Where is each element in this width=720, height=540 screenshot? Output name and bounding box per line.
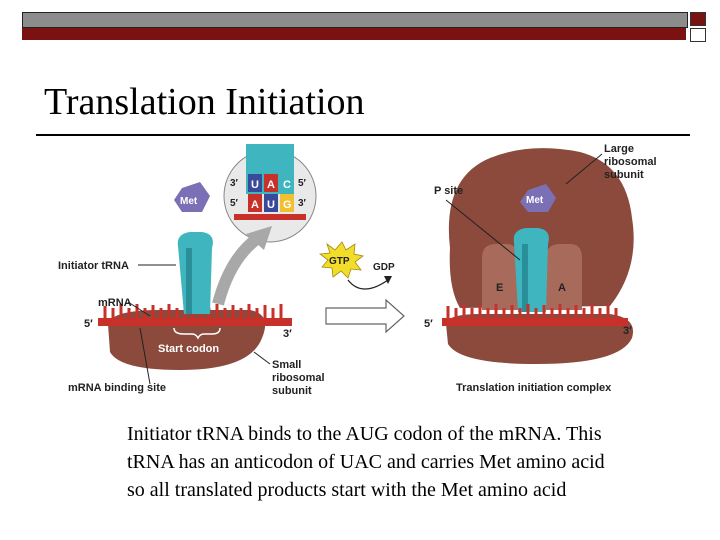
codon-g-box: [280, 194, 294, 212]
anticodon-u: U: [251, 179, 259, 191]
large-subunit-label-1: Large: [604, 143, 634, 155]
corner-box-bottom: [690, 28, 706, 42]
inset-mrna: [234, 214, 306, 220]
initiator-trna-left: [177, 232, 213, 314]
met-right-label: Met: [526, 195, 544, 206]
start-codon-brace: [173, 327, 221, 340]
step-arrow: [325, 298, 405, 334]
translation-diagram: Met Start codon Initiator tRNA mRNA 5′ 3…: [58, 143, 657, 397]
anticodon-a: A: [267, 179, 275, 191]
start-codon-label: Start codon: [158, 343, 219, 355]
small-subunit-right: [446, 314, 634, 364]
gdp-label: GDP: [373, 262, 395, 273]
five-prime-left: 5′: [84, 318, 93, 330]
small-subunit-label-1: Small: [272, 359, 301, 371]
inset-3-prime-bottom: 3′: [298, 198, 307, 209]
gtp-starburst: [318, 241, 364, 279]
small-subunit-label-3: subunit: [272, 385, 312, 397]
top-bar: [22, 12, 688, 28]
inset-5-prime-top: 5′: [298, 178, 307, 189]
mrna-ticks-right: [446, 304, 618, 318]
mrna-binding-pointer: [139, 327, 151, 385]
a-site-slot: [546, 244, 582, 310]
title-rule: [36, 134, 690, 136]
three-prime-left: 3′: [283, 328, 292, 340]
anticodon-a-box: [264, 174, 278, 192]
gtp-curve-arrowhead: [384, 276, 392, 284]
anticodon-c: C: [283, 179, 291, 191]
five-prime-right: 5′: [424, 318, 433, 330]
slide-title: Translation Initiation: [44, 81, 365, 123]
three-prime-right: 3′: [623, 325, 632, 337]
inset-5-prime-bottom: 5′: [230, 198, 239, 209]
p-site-pointer: [445, 199, 521, 261]
zoom-arrow: [212, 233, 262, 306]
met-right-shape: [520, 184, 556, 212]
codon-a: A: [251, 199, 259, 211]
gtp-label: GTP: [329, 256, 350, 267]
a-site-label: A: [558, 282, 566, 294]
trna-stripe-right: [522, 244, 528, 312]
top-bar-stripe: [22, 28, 686, 40]
codon-u-box: [264, 194, 278, 212]
e-site-label: E: [496, 282, 503, 294]
trna-stripe-left: [186, 248, 192, 314]
large-subunit-label-2: ribosomal: [604, 156, 657, 168]
met-left-shape: [174, 182, 210, 212]
codon-a-box: [248, 194, 262, 212]
small-subunit-label-2: ribosomal: [272, 372, 325, 384]
large-subunit-pointer: [565, 153, 603, 185]
mrna-strand-left: [98, 318, 292, 326]
mrna-strand-right: [442, 318, 628, 326]
initiator-trna-right: [513, 228, 549, 312]
corner-box-top: [690, 12, 706, 26]
large-subunit-label-3: subunit: [604, 169, 644, 181]
zoom-arrowhead: [246, 226, 272, 250]
p-site-label: P site: [434, 185, 463, 197]
gtp-curve-arrow: [347, 279, 389, 290]
initiator-trna-label: Initiator tRNA: [58, 260, 129, 272]
codon-g: G: [283, 199, 292, 211]
inset-3-prime-top: 3′: [230, 178, 239, 189]
small-subunit-pointer: [253, 351, 271, 365]
slide-caption: Initiator tRNA binds to the AUG codon of…: [127, 423, 605, 501]
mrna-pointer: [127, 301, 151, 317]
mrna-binding-site-label: mRNA binding site: [68, 382, 166, 394]
met-left-label: Met: [180, 196, 198, 207]
mrna-label: mRNA: [98, 297, 132, 309]
complex-label: Translation initiation complex: [456, 382, 612, 394]
e-site-slot: [482, 244, 518, 310]
anticodon-c-box: [280, 174, 294, 192]
codon-u: U: [267, 199, 275, 211]
anticodon-u-box: [248, 174, 262, 192]
